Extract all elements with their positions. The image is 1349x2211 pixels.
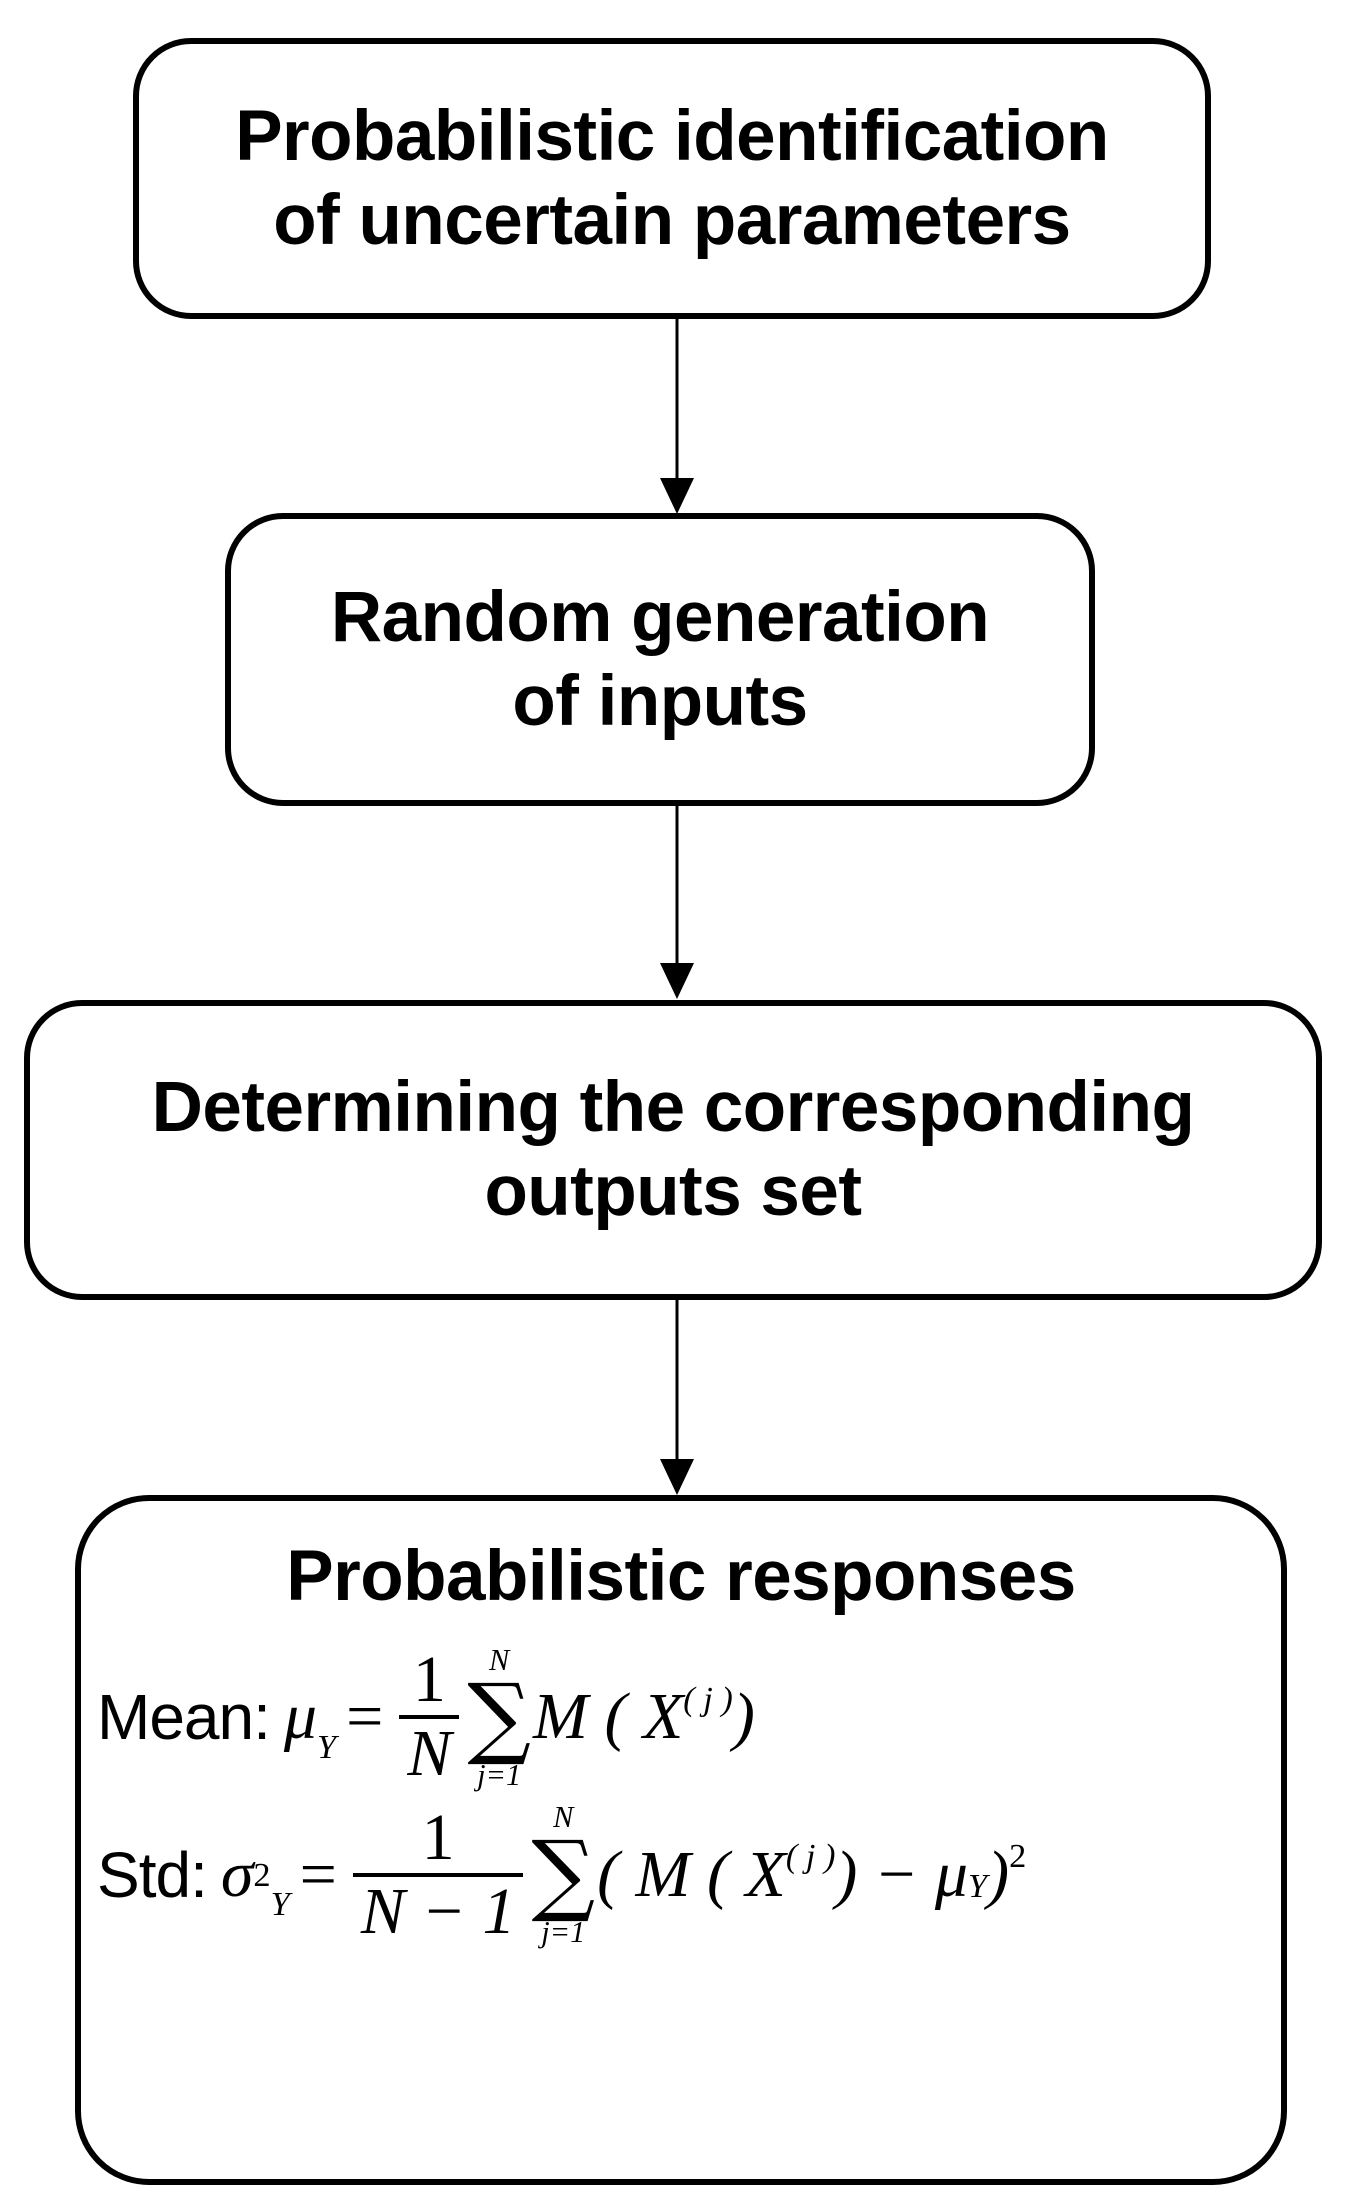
std-body-close: ) [987, 1837, 1010, 1911]
sum-upper-limit: N [553, 1800, 574, 1835]
fraction-denominator: N − 1 [360, 1874, 516, 1948]
fraction-bar [352, 1872, 524, 1877]
std-body-superscript: ( j ) [785, 1837, 836, 1876]
node-label-probabilistic-responses: Probabilistic responses [286, 1537, 1076, 1616]
mu-symbol: μ [283, 1680, 318, 1754]
sum-upper-limit: N [489, 1642, 510, 1677]
sigma-symbol: σ [220, 1837, 254, 1911]
equals-sign: = [346, 1680, 384, 1754]
arrow-shaft [675, 806, 679, 964]
arrow-head-icon [660, 478, 694, 514]
arrow-head-icon [660, 963, 694, 999]
equals-sign: = [299, 1837, 337, 1911]
std-body-mu-subscript: Y [968, 1866, 988, 1905]
formula-label-mean: Mean: [97, 1681, 271, 1754]
mean-body-superscript: ( j ) [683, 1680, 733, 1719]
fraction-numerator: 1 [421, 1800, 455, 1874]
flowchart-node-random-generation: Random generation of inputs [225, 513, 1095, 806]
std-body-mid: ) − μ [835, 1837, 969, 1911]
arrow-head-icon [660, 1459, 694, 1495]
sigma-summation-icon: ∑ [531, 1822, 596, 1927]
arrow-shaft [675, 319, 679, 479]
fraction-denominator: N [407, 1717, 452, 1791]
sum-lower-limit: j=1 [477, 1757, 522, 1792]
flowchart-node-determining-outputs: Determining the corresponding outputs se… [24, 1000, 1322, 1300]
node-label-random-generation: Random generation of inputs [330, 577, 990, 741]
fraction-one-over-n: 1 N [399, 1643, 460, 1791]
flowchart-node-probabilistic-identification: Probabilistic identification of uncertai… [133, 38, 1211, 319]
fraction-numerator: 1 [412, 1643, 446, 1717]
sigma-superscript: 2 [253, 1855, 271, 1894]
fraction-one-over-n-minus-one: 1 N − 1 [352, 1800, 524, 1948]
sigma-subscript: Y [270, 1885, 290, 1924]
std-body-power: 2 [1009, 1837, 1027, 1876]
arrow-shaft [675, 1300, 679, 1460]
mu-subscript: Y [317, 1728, 337, 1767]
std-body-open: ( M ( X [597, 1837, 786, 1911]
summation-operator: N ∑ j=1 [531, 1800, 596, 1950]
mean-body: M ( X [532, 1680, 684, 1754]
formula-label-std: Std: [97, 1838, 208, 1911]
fraction-bar [399, 1715, 460, 1720]
mean-body-close: ) [732, 1680, 755, 1754]
node-label-determining-outputs: Determining the corresponding outputs se… [151, 1068, 1195, 1231]
sum-lower-limit: j=1 [541, 1915, 586, 1950]
summation-operator: N ∑ j=1 [467, 1642, 531, 1792]
node-label-probabilistic-identification: Probabilistic identification of uncertai… [235, 96, 1109, 260]
sigma-summation-icon: ∑ [467, 1665, 531, 1770]
